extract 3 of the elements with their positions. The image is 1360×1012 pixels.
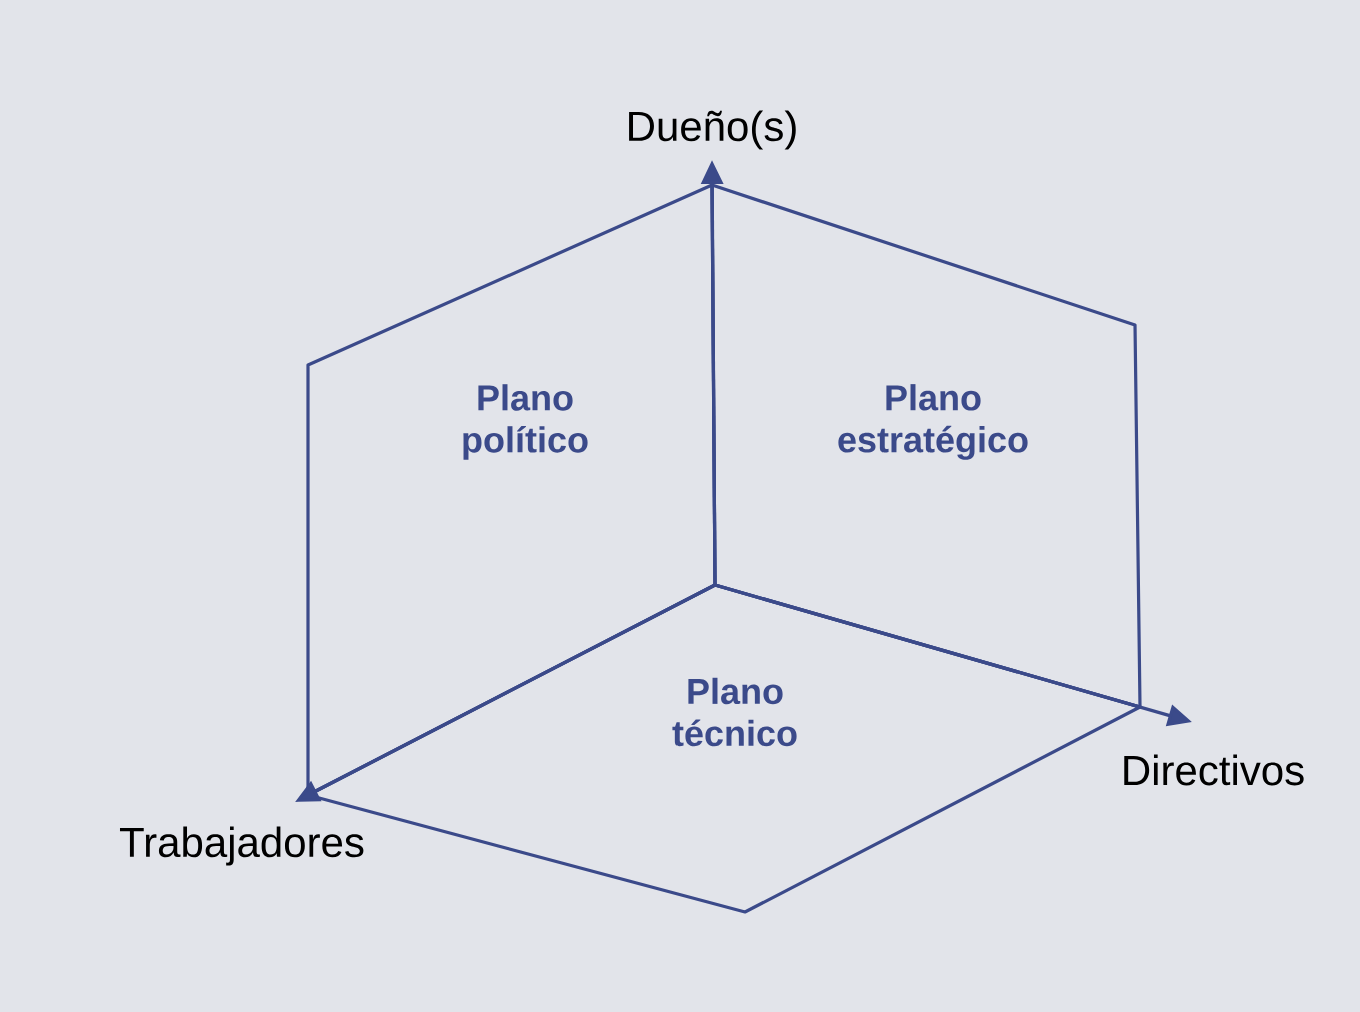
axis-label: Dueño(s) bbox=[629, 110, 796, 150]
axis-label: Trabajadores bbox=[120, 826, 364, 866]
axis-label: Directivos bbox=[1124, 754, 1304, 786]
